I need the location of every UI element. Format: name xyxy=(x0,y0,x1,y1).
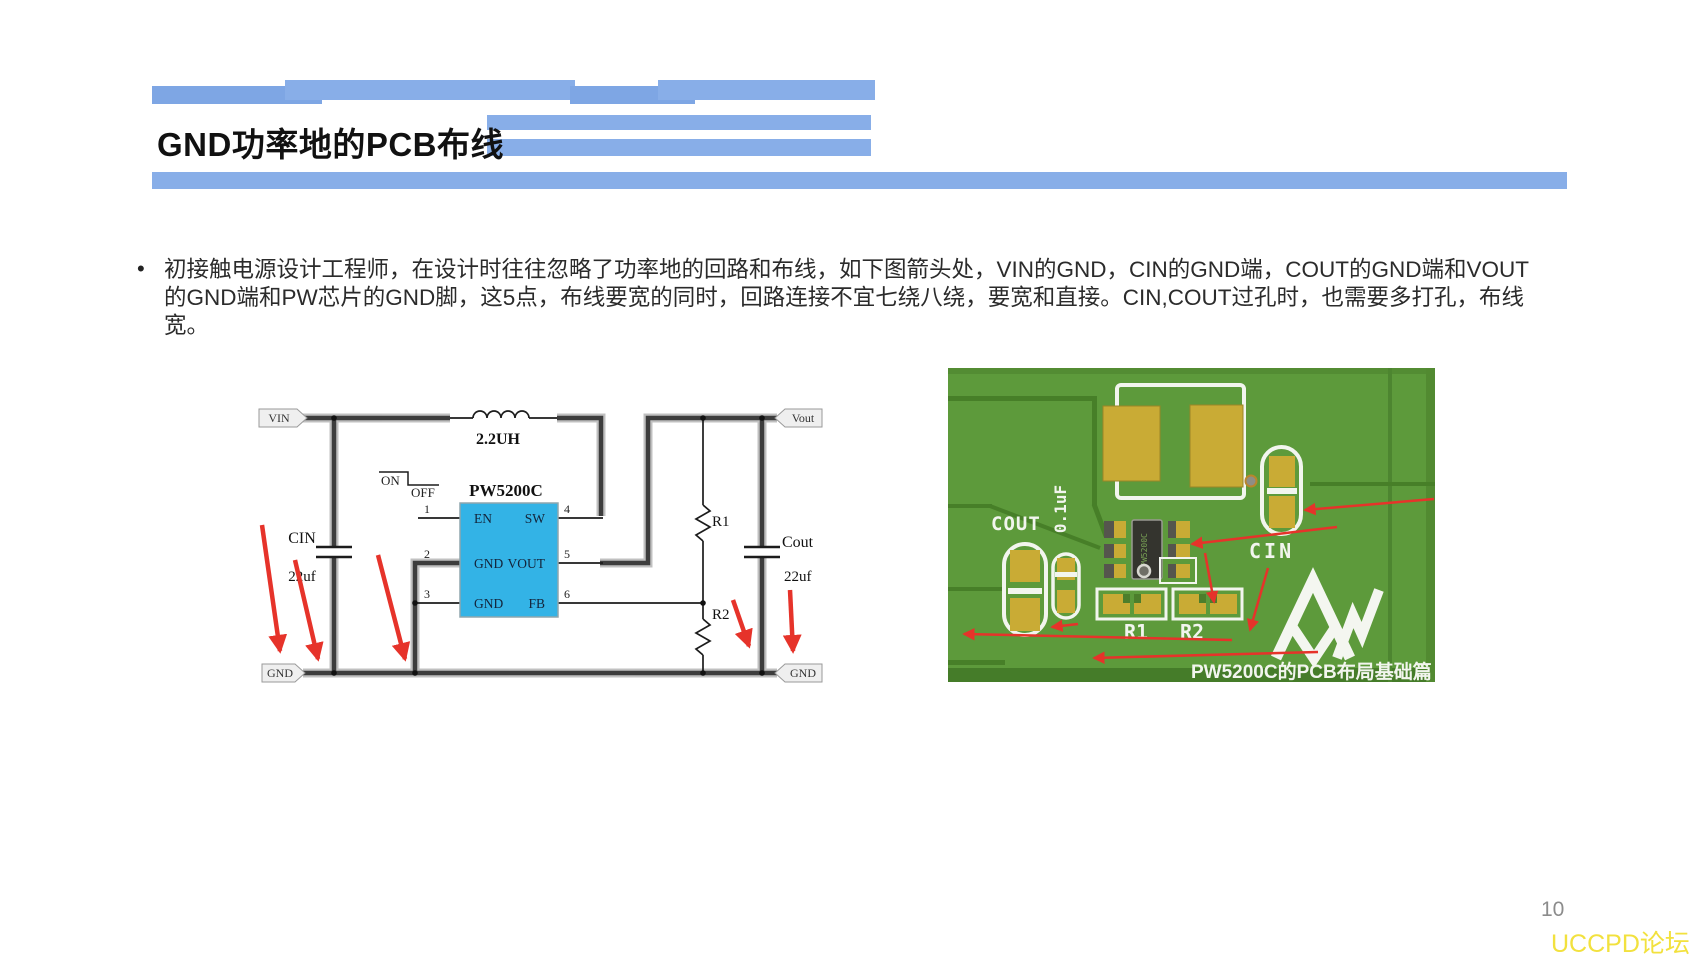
ic-body xyxy=(459,502,559,618)
cin-pad xyxy=(1269,456,1295,487)
bullet-paragraph: • 初接触电源设计工程师，在设计时往往忽略了功率地的回路和布线，如下图箭头处，V… xyxy=(137,256,1549,340)
chip-footprint: PW5200C xyxy=(1104,519,1197,584)
junction-dots xyxy=(331,415,765,676)
pcb-figure: PW5200C COUT 0.1uF CIN R1 R2 xyxy=(948,368,1435,682)
pin-label-sw: SW xyxy=(525,511,546,526)
r1-footprint xyxy=(1095,587,1168,621)
schematic-wire-core xyxy=(303,415,777,676)
ic-name-label: PW5200C xyxy=(469,481,543,500)
switch-off-label: OFF xyxy=(411,485,435,500)
switch-symbol xyxy=(379,471,439,486)
pin-label-fb: FB xyxy=(528,596,545,611)
net-tag-vout xyxy=(774,408,823,428)
r2-label: R2 xyxy=(712,607,730,623)
gnd-arrow xyxy=(292,559,324,662)
cin-value-label: 22uf xyxy=(288,569,316,585)
inductor-symbol xyxy=(472,410,530,419)
net-label-gnd-left: GND xyxy=(267,666,293,680)
net-tag-vin xyxy=(258,408,308,428)
bullet-text: 初接触电源设计工程师，在设计时往往忽略了功率地的回路和布线，如下图箭头处，VIN… xyxy=(164,257,1529,338)
pin-number-5: 5 xyxy=(564,547,570,561)
header-bar xyxy=(487,139,871,156)
cout-pad xyxy=(1010,598,1040,631)
gnd-pad-outline xyxy=(1159,557,1197,584)
pcb-cout-label: COUT xyxy=(991,513,1041,535)
pin-number-3: 3 xyxy=(424,587,430,601)
pcb-arrow xyxy=(1050,619,1079,632)
inductor-value-label: 2.2UH xyxy=(476,431,521,448)
schematic-red-arrows xyxy=(259,524,802,662)
inductor-pad xyxy=(1189,404,1244,488)
capacitor-cout-symbol xyxy=(744,545,780,559)
pin-number-4: 4 xyxy=(564,502,570,516)
c01-polarity-mark xyxy=(1055,572,1077,577)
pcb-arrow xyxy=(1092,650,1319,664)
page-number: 10 xyxy=(1541,898,1565,921)
pin-number-2: 2 xyxy=(424,547,430,561)
cin-polarity-mark xyxy=(1267,488,1297,494)
net-label-vout: Vout xyxy=(792,411,815,425)
gnd-arrow xyxy=(375,554,411,662)
net-tag-gnd-right xyxy=(774,663,823,683)
inductor-pad xyxy=(1102,405,1161,482)
pcb-red-arrows xyxy=(962,497,1435,664)
header-rule-bar xyxy=(152,172,1567,189)
pin-label-gnd2: GND xyxy=(474,556,503,571)
watermark: UCCPD论坛 xyxy=(1551,930,1690,955)
cout-polarity-mark xyxy=(1008,588,1042,594)
pcb-arrow xyxy=(1246,567,1270,632)
resistor-r1-symbol xyxy=(694,418,712,603)
header-bar xyxy=(658,80,875,100)
net-labels xyxy=(258,408,823,683)
chip-marking-text: PW5200C xyxy=(1140,533,1149,567)
chip-body xyxy=(1131,519,1163,580)
pcb-caption: PW5200C的PCB布局基础篇 xyxy=(1191,660,1432,682)
resistor-r2-symbol xyxy=(694,603,712,673)
pcb-r1-label: R1 xyxy=(1124,620,1148,644)
pin-label-gnd3: GND xyxy=(474,596,503,611)
pcb-c01-label: 0.1uF xyxy=(1051,485,1070,533)
switch-on-label: ON xyxy=(381,473,400,488)
net-label-gnd-right: GND xyxy=(790,666,816,680)
via xyxy=(1136,563,1152,579)
pcb-arrow xyxy=(1203,552,1219,604)
net-label-vin: VIN xyxy=(268,411,290,425)
pcb-arrow xyxy=(1303,497,1435,516)
pcb-traces xyxy=(948,368,1435,682)
pin-number-6: 6 xyxy=(564,587,570,601)
cin-pad xyxy=(1269,496,1295,528)
header-bar xyxy=(285,80,575,100)
header-bar xyxy=(152,86,322,104)
pcb-arrow xyxy=(962,627,1233,642)
pin-number-1: 1 xyxy=(424,502,430,516)
header-bar xyxy=(487,115,871,130)
gnd-arrow xyxy=(730,599,753,649)
schematic-signal-wires xyxy=(316,410,780,673)
cout-value-label: 22uf xyxy=(784,569,812,585)
cin-name-label: CIN xyxy=(288,530,316,547)
schematic-figure: VIN Vout GND GND 2.2UH ON OFF PW5200C EN… xyxy=(258,408,823,683)
cout-pad xyxy=(1010,550,1040,582)
pin-label-vout: VOUT xyxy=(508,556,546,571)
pw-logo-icon xyxy=(1271,567,1384,669)
pcb-cin-label: CIN xyxy=(1249,539,1294,563)
r1-label: R1 xyxy=(712,514,730,530)
net-tag-gnd-left xyxy=(261,663,306,683)
via xyxy=(1244,474,1258,488)
c01-pad xyxy=(1057,590,1075,613)
pcb-arrow xyxy=(1190,525,1338,549)
bullet-marker: • xyxy=(137,256,145,281)
gnd-arrow xyxy=(259,524,288,654)
c01-footprint-outline xyxy=(1051,552,1081,620)
capacitor-cin-symbol xyxy=(316,545,352,559)
gnd-arrow xyxy=(782,589,802,654)
pin-label-en: EN xyxy=(474,511,492,526)
page-title: GND功率地的PCB布线 xyxy=(157,126,505,163)
cout-name-label: Cout xyxy=(782,534,814,551)
